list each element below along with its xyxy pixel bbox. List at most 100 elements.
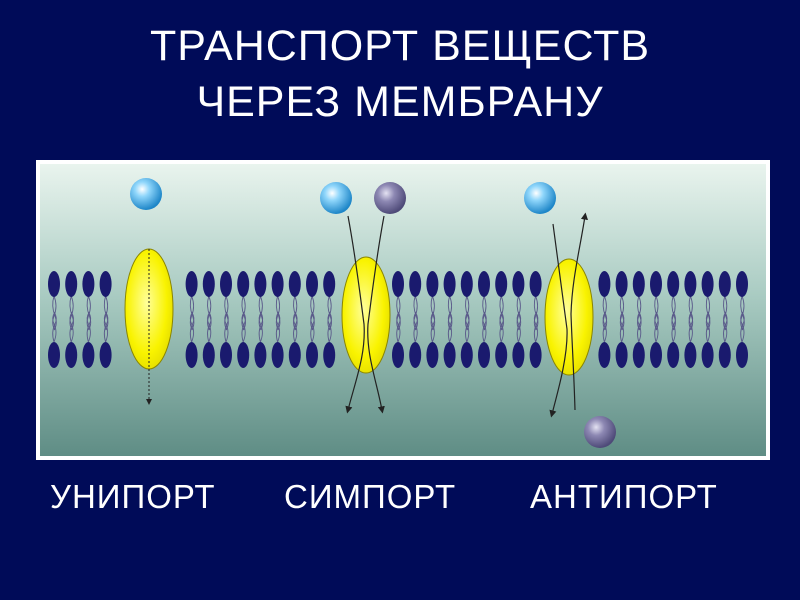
antiport-purple-molecule — [584, 416, 616, 448]
lipid-tail — [327, 311, 332, 343]
lipid-head — [529, 342, 542, 368]
lipid-tail — [413, 295, 418, 331]
lipid-head — [667, 342, 680, 368]
lipid-tail — [482, 295, 487, 331]
symport-arrow-right — [367, 215, 385, 414]
lipid-tail — [723, 311, 728, 343]
lipid-head — [323, 342, 336, 368]
lipid-tail — [533, 295, 539, 331]
lipid-tail — [69, 311, 74, 343]
lipid-tail — [293, 311, 298, 343]
lipid-head — [684, 271, 697, 297]
lipid-tail — [654, 311, 659, 343]
title-line-2: ЧЕРЕЗ МЕМБРАНУ — [196, 78, 604, 126]
lipid-head — [718, 271, 731, 297]
antiport-protein — [544, 258, 594, 376]
lipid-head — [512, 271, 525, 297]
lipid-tail — [69, 295, 74, 331]
lipid-head — [323, 271, 336, 297]
lipid-bilayer — [48, 271, 748, 368]
lipid-tail — [258, 311, 264, 343]
lipid-head — [65, 342, 78, 368]
lipid-head — [512, 342, 525, 368]
lipid-head — [271, 271, 284, 297]
antiport-transporter — [524, 182, 616, 448]
lipid-tail — [688, 295, 694, 331]
lipid-head — [598, 271, 611, 297]
lipid-tail — [637, 295, 642, 331]
lipid-head — [650, 271, 662, 297]
lipid-head — [718, 342, 731, 368]
uniport-transporter — [124, 178, 174, 405]
lipid-tail — [189, 295, 195, 331]
lipid-head — [701, 342, 714, 368]
lipid-head — [392, 342, 404, 368]
lipid-tail — [499, 311, 504, 343]
lipid-head — [615, 271, 628, 297]
symport-protein — [341, 256, 391, 374]
lipid-head — [598, 342, 611, 368]
lipid-tail — [447, 311, 453, 343]
lipid-head — [460, 342, 473, 368]
lipid-tail — [189, 311, 195, 343]
lipid-head — [65, 271, 78, 297]
lipid-head — [736, 342, 748, 368]
lipid-tail — [654, 295, 659, 331]
lipid-head — [254, 271, 267, 297]
lipid-tail — [103, 311, 109, 343]
membrane-illustration — [40, 164, 766, 456]
slide-title: ТРАНСПОРТ ВЕЩЕСТВ ЧЕРЕЗ МЕМБРАНУ — [0, 18, 800, 130]
lipid-tail — [396, 295, 401, 331]
lipid-tail — [499, 295, 504, 331]
lipid-tail — [671, 295, 676, 331]
lipid-head — [632, 342, 645, 368]
lipid-head — [529, 271, 542, 297]
symport-purple-molecule — [374, 182, 406, 214]
lipid-tail — [465, 295, 470, 331]
lipid-tail — [258, 295, 264, 331]
lipid-head — [478, 271, 490, 297]
symport-blue-molecule — [320, 182, 352, 214]
lipid-head — [288, 342, 301, 368]
lipid-tail — [327, 295, 332, 331]
lipid-head — [220, 342, 232, 368]
lipid-head — [99, 271, 112, 297]
lipid-head — [443, 342, 456, 368]
lipid-tail — [688, 311, 694, 343]
antiport-arrow-down — [549, 223, 568, 418]
lipid-head — [667, 271, 680, 297]
lipid-head — [185, 342, 198, 368]
lipid-tail — [740, 311, 745, 343]
lipid-head — [409, 271, 422, 297]
lipid-tail — [602, 295, 608, 331]
lipid-head — [48, 342, 60, 368]
symport-transporter — [320, 182, 406, 414]
lipid-head — [254, 342, 267, 368]
lipid-tail — [224, 295, 229, 331]
lipid-tail — [723, 295, 728, 331]
lipid-tail — [465, 311, 470, 343]
lipid-tail — [430, 295, 436, 331]
lipid-head — [495, 342, 508, 368]
lipid-tail — [241, 311, 246, 343]
lipid-head — [684, 342, 697, 368]
lipid-tail — [275, 311, 281, 343]
lipid-head — [220, 271, 232, 297]
lipid-head — [426, 342, 439, 368]
lipid-head — [495, 271, 508, 297]
lipid-head — [632, 271, 645, 297]
antiport-blue-molecule — [524, 182, 556, 214]
lipid-tail — [293, 295, 298, 331]
lipid-tail — [705, 295, 711, 331]
lipid-head — [202, 271, 215, 297]
lipid-tail — [482, 311, 487, 343]
lipid-head — [736, 271, 748, 297]
lipid-head — [202, 342, 215, 368]
lipid-tail — [310, 295, 315, 331]
lipid-tail — [637, 311, 642, 343]
label-antiport: АНТИПОРТ — [530, 478, 718, 515]
transport-type-labels: УНИПОРТ СИМПОРТ АНТИПОРТ — [0, 478, 800, 528]
symport-arrow-left — [345, 215, 365, 414]
lipid-tail — [740, 295, 745, 331]
lipid-tail — [430, 311, 436, 343]
